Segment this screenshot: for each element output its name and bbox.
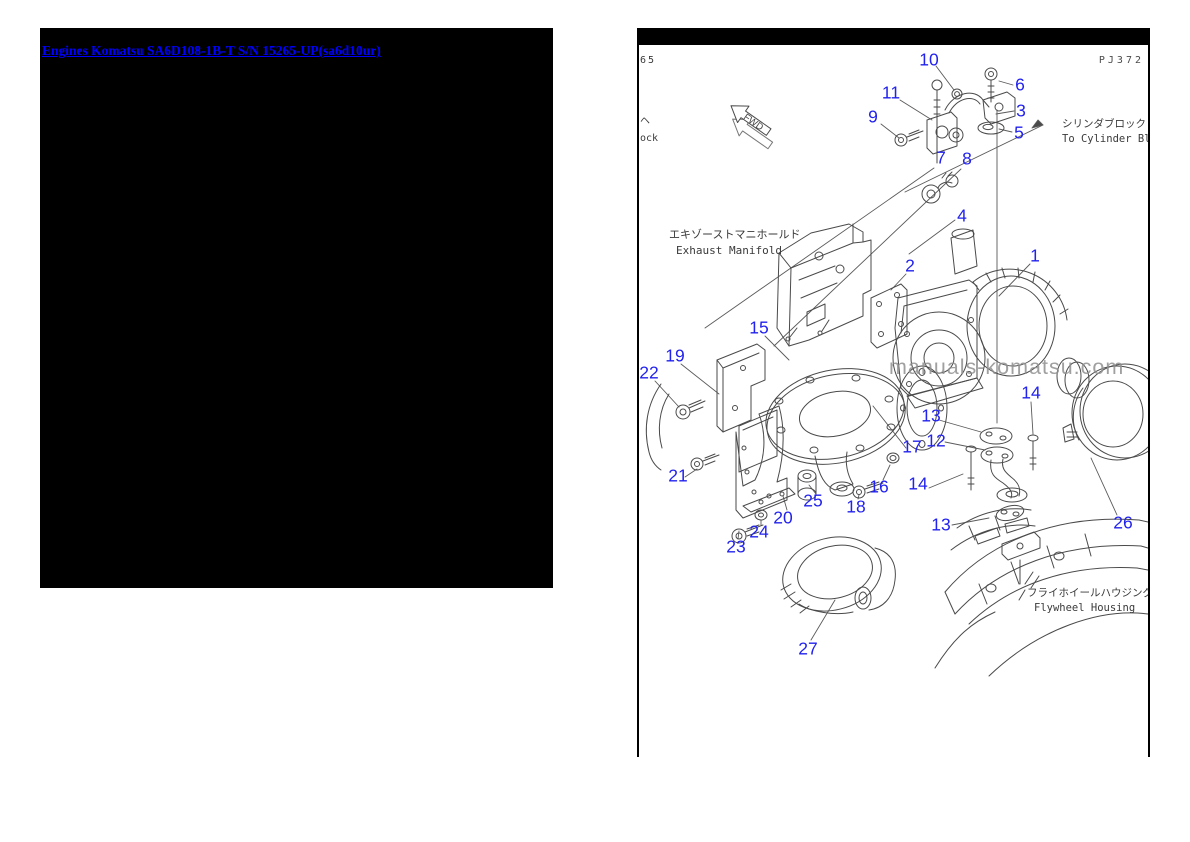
callout-27: 27 (798, 638, 818, 659)
callout-13: 13 (921, 405, 941, 426)
callout-21: 21 (668, 465, 688, 486)
engine-model-link[interactable]: Engines Komatsu SA6D108-1B-T S/N 15265-U… (42, 43, 381, 58)
callout-20: 20 (773, 507, 793, 528)
watermark: manuals-komatsu.com (889, 355, 1125, 379)
to-cylinder-block-label: シリンダブロック To Cylinder Bl (1062, 118, 1150, 146)
bracket-art (717, 344, 795, 518)
callout-9: 9 (868, 106, 878, 127)
callout-1: 1 (1030, 245, 1040, 266)
top-fittings-art (895, 68, 1015, 203)
callout-6: 6 (1015, 74, 1025, 95)
callout-18: 18 (846, 496, 866, 517)
callout-3: 3 (1016, 100, 1026, 121)
exhaust-manifold-art (777, 224, 871, 346)
turbocharger-art (893, 229, 1089, 408)
callout-25: 25 (803, 490, 823, 511)
flywheel-housing-label: フライホイールハウジング Flywheel Housing (1027, 587, 1150, 615)
mount-flange-art (757, 356, 947, 496)
callout-23: 23 (726, 536, 746, 557)
viewer-black-panel: Engines Komatsu SA6D108-1B-T S/N 15265-U… (40, 28, 553, 588)
intake-connector-art (1063, 364, 1148, 460)
callout-2: 2 (905, 255, 915, 276)
cylinder-block-label-clipped: ヘ ock (640, 116, 659, 144)
parts-diagram-panel: 65 PJ372 FWD (637, 28, 1150, 757)
exhaust-manifold-label: エキゾーストマニホールド Exhaust Manifold (669, 228, 801, 257)
callout-10: 10 (919, 49, 939, 70)
callout-26: 26 (1113, 512, 1133, 533)
diagram-header-strip (639, 28, 1148, 45)
callout-8: 8 (962, 148, 972, 169)
callout-12: 12 (926, 430, 946, 451)
callout-17: 17 (902, 436, 922, 457)
callout-14: 14 (1021, 382, 1041, 403)
callout-16: 16 (869, 476, 889, 497)
callout-15: 15 (749, 317, 769, 338)
callout-11: 11 (881, 82, 901, 103)
callout-7: 7 (936, 147, 946, 168)
parts-diagram-art: FWD (639, 28, 1148, 757)
exhaust-elbow-art (775, 527, 896, 621)
figure-code-right: PJ372 (1098, 55, 1144, 66)
manifold-gasket-art (871, 284, 907, 348)
callout-22: 22 (639, 362, 659, 383)
callout-4: 4 (957, 205, 967, 226)
callout-14: 14 (908, 473, 928, 494)
figure-code-left: 65 (640, 55, 657, 66)
callout-24: 24 (749, 521, 769, 542)
callout-13: 13 (931, 514, 951, 535)
oil-drain-art (966, 428, 1040, 584)
flywheel-housing-art (935, 509, 1148, 676)
callout-5: 5 (1014, 122, 1024, 143)
callout-19: 19 (665, 345, 685, 366)
hardware-art (676, 400, 899, 543)
